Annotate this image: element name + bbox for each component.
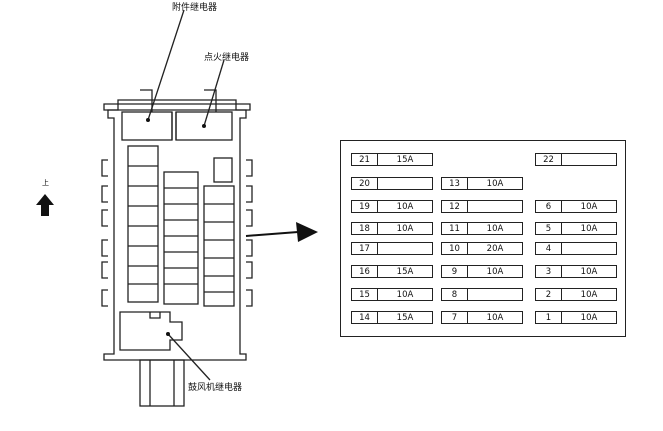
fuse-number: 15 [351, 288, 378, 301]
fuse-rating: 15A [378, 311, 433, 324]
fuse-number: 20 [351, 177, 378, 190]
fuse-number: 8 [441, 288, 468, 301]
fuse-number: 16 [351, 265, 378, 278]
fuse-rating: 10A [378, 288, 433, 301]
fuse-rating: 10A [562, 288, 617, 301]
fuse-number: 13 [441, 177, 468, 190]
fuse-rating: 10A [562, 222, 617, 235]
fuse-number: 17 [351, 242, 378, 255]
fuse-rating [468, 288, 523, 301]
fuse-number: 3 [535, 265, 562, 278]
fuse-rating: 10A [562, 265, 617, 278]
accessory-relay-label: 附件继电器 [172, 3, 218, 13]
fuse-20: 20 [351, 177, 433, 190]
fuse-rating [562, 242, 617, 255]
fuse-rating: 10A [468, 265, 523, 278]
fuse-number: 9 [441, 265, 468, 278]
fuse-rating [378, 177, 433, 190]
fuse-number: 22 [535, 153, 562, 166]
fuse-8: 8 [441, 288, 523, 301]
fuse-number: 18 [351, 222, 378, 235]
fuse-number: 1 [535, 311, 562, 324]
fuse-number: 7 [441, 311, 468, 324]
fuse-rating [468, 200, 523, 213]
fuse-rating: 10A [378, 222, 433, 235]
blower-relay-label: 鼓风机继电器 [188, 383, 243, 393]
fuse-number: 6 [535, 200, 562, 213]
fuse-22: 22 [535, 153, 617, 166]
fuse-rating [562, 153, 617, 166]
fuse-17: 17 [351, 242, 433, 255]
fuse-rating [378, 242, 433, 255]
fuse-number: 12 [441, 200, 468, 213]
fuse-rating: 20A [468, 242, 523, 255]
fuse-12: 12 [441, 200, 523, 213]
fuse-number: 19 [351, 200, 378, 213]
fuse-number: 11 [441, 222, 468, 235]
fuse-4: 4 [535, 242, 617, 255]
fuse-rating: 10A [378, 200, 433, 213]
up-label: 上 [42, 179, 49, 187]
fuse-number: 4 [535, 242, 562, 255]
fuse-rating: 10A [562, 200, 617, 213]
ignition-relay-label: 点火继电器 [204, 53, 250, 63]
fuse-rating: 15A [378, 265, 433, 278]
fuse-rating: 10A [562, 311, 617, 324]
fuse-number: 2 [535, 288, 562, 301]
fuse-number: 5 [535, 222, 562, 235]
fuse-rating: 10A [468, 222, 523, 235]
fuse-number: 21 [351, 153, 378, 166]
fuse-rating: 15A [378, 153, 433, 166]
fuse-rating: 10A [468, 311, 523, 324]
fuse-rating: 10A [468, 177, 523, 190]
fuse-number: 10 [441, 242, 468, 255]
fuse-number: 14 [351, 311, 378, 324]
